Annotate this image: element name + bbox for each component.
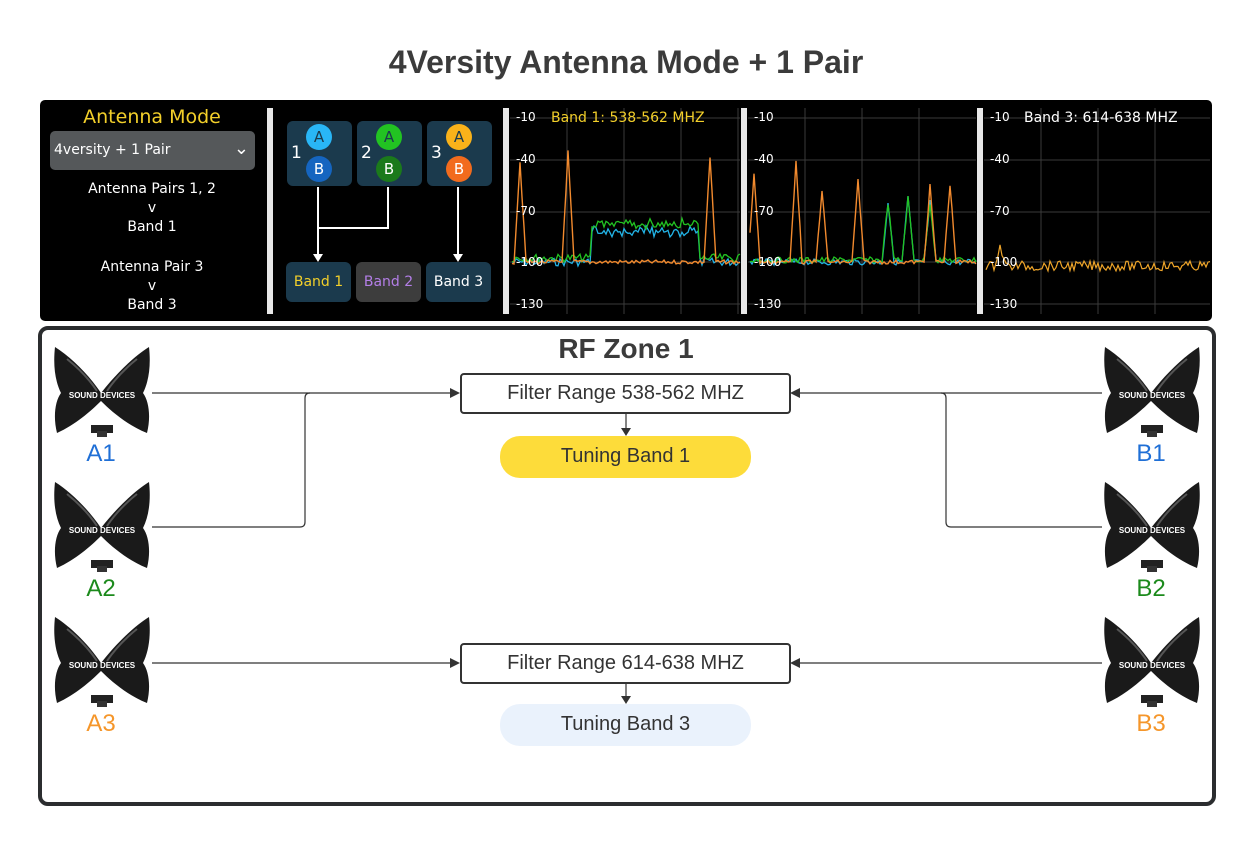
antenna-mode-value: 4versity + 1 Pair xyxy=(54,142,171,158)
pair-number: 2 xyxy=(361,143,372,163)
antenna-a-circle: A xyxy=(376,124,402,150)
antenna-mode-select[interactable]: 4versity + 1 Pair ⌄ xyxy=(50,131,255,170)
filter-range-2-box: Filter Range 614-638 MHZ xyxy=(460,643,791,684)
svg-text:SOUND DEVICES: SOUND DEVICES xyxy=(1119,526,1186,535)
antenna-pair-2-box[interactable]: 2 A B xyxy=(357,121,422,186)
antenna-mode-title: Antenna Mode xyxy=(83,106,221,128)
antenna-b2-label: B2 xyxy=(1136,575,1166,602)
antenna-a1-label: A1 xyxy=(86,440,116,467)
svg-text:SOUND DEVICES: SOUND DEVICES xyxy=(1119,391,1186,400)
antenna-a1-icon: SOUND DEVICES xyxy=(51,345,153,437)
antenna-a-circle: A xyxy=(306,124,332,150)
spectrum-2-trace-green xyxy=(749,195,977,265)
spectrum-1-tick: -70 xyxy=(516,204,536,218)
spectrum-1-tick: -130 xyxy=(516,297,544,311)
spectrum-1-tick: -10 xyxy=(516,110,536,124)
svg-text:SOUND DEVICES: SOUND DEVICES xyxy=(69,391,136,400)
antenna-b2-icon: SOUND DEVICES xyxy=(1101,480,1203,572)
butterfly-antenna-icon: SOUND DEVICES xyxy=(54,347,150,437)
tuning-band-3-pill: Tuning Band 3 xyxy=(500,704,751,746)
chevron-down-icon: ⌄ xyxy=(233,138,249,159)
spectrum-2-trace-orange xyxy=(749,160,977,266)
antenna-b-circle: B xyxy=(306,156,332,182)
pair-number: 1 xyxy=(291,143,302,163)
antenna-b1-label: B1 xyxy=(1136,440,1166,467)
pairs-text-line: Antenna Pairs 1, 2 xyxy=(88,181,216,197)
antenna-b-circle: B xyxy=(376,156,402,182)
antenna-a-circle: A xyxy=(446,124,472,150)
antenna-a3-label: A3 xyxy=(86,710,116,737)
svg-text:SOUND DEVICES: SOUND DEVICES xyxy=(69,526,136,535)
pairs-text-line: Antenna Pair 3 xyxy=(100,259,204,275)
spectrum-1-trace-orange xyxy=(511,150,741,266)
panel-divider xyxy=(267,108,273,314)
spectrum-3-trace-yellow xyxy=(985,244,1211,273)
spectrum-3-tick: -10 xyxy=(990,110,1010,124)
spectrum-3-tick: -100 xyxy=(990,255,1018,269)
filter-range-1-box: Filter Range 538-562 MHZ xyxy=(460,373,791,414)
antenna-a2-label: A2 xyxy=(86,575,116,602)
rf-zone-title: RF Zone 1 xyxy=(558,333,694,364)
arrow-head-icon xyxy=(621,696,631,704)
rf-zone-frame xyxy=(38,326,1216,806)
arrow-head-icon xyxy=(450,388,460,398)
connector-line xyxy=(940,392,1102,528)
pair-number: 3 xyxy=(431,143,442,163)
butterfly-antenna-icon: SOUND DEVICES xyxy=(1104,482,1200,572)
arrow-head-icon xyxy=(453,254,463,262)
spectrum-3-tick: -130 xyxy=(990,297,1018,311)
pairs-text-2: Antenna Pair 3 v Band 3 xyxy=(48,258,256,315)
spectrum-3-title: Band 3: 614-638 MHZ xyxy=(1024,110,1178,126)
butterfly-antenna-icon: SOUND DEVICES xyxy=(54,617,150,707)
antenna-pair-1-box[interactable]: 1 A B xyxy=(287,121,352,186)
tuning-band-1-pill: Tuning Band 1 xyxy=(500,436,751,478)
spectrum-2-tick: -130 xyxy=(754,297,782,311)
spectrum-1-title: Band 1: 538-562 MHZ xyxy=(551,110,705,126)
band-2-button[interactable]: Band 2 xyxy=(356,262,421,302)
spectrum-2-tick: -10 xyxy=(754,110,774,124)
arrow-head-icon xyxy=(621,428,631,436)
antenna-b-circle: B xyxy=(446,156,472,182)
spectrum-3-tick: -40 xyxy=(990,152,1010,166)
antenna-b3-icon: SOUND DEVICES xyxy=(1101,615,1203,707)
routing-line xyxy=(318,187,389,229)
arrow-head-icon xyxy=(450,658,460,668)
connector-line xyxy=(152,392,311,528)
diagram-title: 4Versity Antenna Mode + 1 Pair xyxy=(388,44,864,80)
spectrum-3-tick: -70 xyxy=(990,204,1010,218)
spectrum-divider xyxy=(741,108,747,314)
antenna-a2-icon: SOUND DEVICES xyxy=(51,480,153,572)
arrow-head-icon xyxy=(790,658,800,668)
spectrum-divider xyxy=(503,108,509,314)
band-1-button[interactable]: Band 1 xyxy=(286,262,351,302)
pairs-text-1: Antenna Pairs 1, 2 v Band 1 xyxy=(48,180,256,237)
antenna-pair-3-box[interactable]: 3 A B xyxy=(427,121,492,186)
arrow-head-icon xyxy=(313,254,323,262)
svg-text:SOUND DEVICES: SOUND DEVICES xyxy=(1119,661,1186,670)
arrow-head-icon xyxy=(790,388,800,398)
band-3-button[interactable]: Band 3 xyxy=(426,262,491,302)
pairs-text-line: Band 3 xyxy=(127,297,177,313)
spectrum-divider xyxy=(977,108,983,314)
antenna-b1-icon: SOUND DEVICES xyxy=(1101,345,1203,437)
spectrum-2-tick: -70 xyxy=(754,204,774,218)
butterfly-antenna-icon: SOUND DEVICES xyxy=(54,482,150,572)
spectrum-1-trace-blue xyxy=(511,224,741,268)
spectrum-1-trace-green xyxy=(511,216,741,264)
antenna-b3-label: B3 xyxy=(1136,710,1166,737)
spectrum-2-tick: -100 xyxy=(754,255,782,269)
spectrum-1-tick: -40 xyxy=(516,152,536,166)
pairs-text-line: v xyxy=(147,278,157,294)
pairs-text-line: Band 1 xyxy=(127,219,177,235)
spectrum-1-tick: -100 xyxy=(516,255,544,269)
antenna-a3-icon: SOUND DEVICES xyxy=(51,615,153,707)
butterfly-antenna-icon: SOUND DEVICES xyxy=(1104,617,1200,707)
svg-text:SOUND DEVICES: SOUND DEVICES xyxy=(69,661,136,670)
butterfly-antenna-icon: SOUND DEVICES xyxy=(1104,347,1200,437)
spectrum-2-tick: -40 xyxy=(754,152,774,166)
pairs-text-line: v xyxy=(147,200,157,216)
